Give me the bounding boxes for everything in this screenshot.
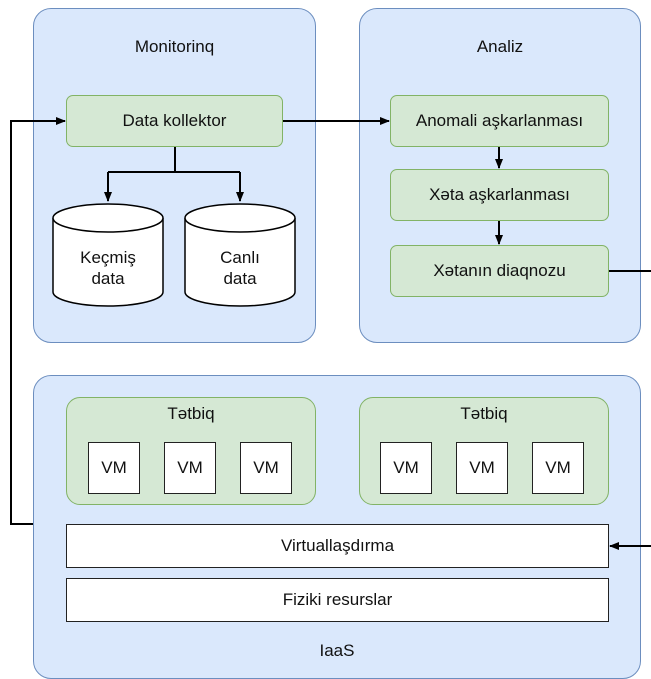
physical-resources-layer: Fiziki resurslar [66, 578, 609, 622]
anomaly-detection-box: Anomali aşkarlanması [390, 95, 609, 147]
vm-label: VM [393, 458, 419, 477]
error-detection-box: Xəta aşkarlanması [390, 169, 609, 221]
error-detection-label: Xəta aşkarlanması [429, 185, 570, 204]
vm-label: VM [545, 458, 571, 477]
physical-resources-label: Fiziki resurslar [282, 590, 393, 609]
monitoring-title: Monitorinq [134, 37, 215, 56]
vm-label: VM [101, 458, 127, 477]
anomaly-detection-label: Anomali aşkarlanması [415, 111, 584, 130]
live-data-label: Canlı data [185, 247, 295, 289]
analysis-title: Analiz [476, 37, 524, 56]
vm-box: VM [240, 442, 292, 494]
data-collector-label: Data kollektor [122, 111, 227, 130]
iaas-title: IaaS [319, 641, 355, 660]
history-data-line2: data [91, 269, 125, 288]
vm-box: VM [88, 442, 140, 494]
application-left-title: Tətbiq [167, 404, 215, 423]
data-collector-box: Data kollektor [66, 95, 283, 147]
error-diagnosis-label: Xətanın diaqnozu [433, 261, 566, 280]
vm-label: VM [177, 458, 203, 477]
live-data-line2: data [223, 269, 257, 288]
virtualization-label: Virtuallaşdırma [280, 536, 395, 555]
live-data-line1: Canlı [220, 248, 260, 267]
vm-box: VM [164, 442, 216, 494]
application-right-title: Tətbiq [460, 404, 508, 423]
history-data-line1: Keçmiş [80, 248, 136, 267]
vm-box: VM [456, 442, 508, 494]
vm-box: VM [380, 442, 432, 494]
vm-box: VM [532, 442, 584, 494]
vm-label: VM [253, 458, 279, 477]
vm-label: VM [469, 458, 495, 477]
virtualization-layer: Virtuallaşdırma [66, 524, 609, 568]
history-data-label: Keçmiş data [53, 247, 163, 289]
monitoring-panel: Monitorinq [33, 8, 316, 343]
error-diagnosis-box: Xətanın diaqnozu [390, 245, 609, 297]
